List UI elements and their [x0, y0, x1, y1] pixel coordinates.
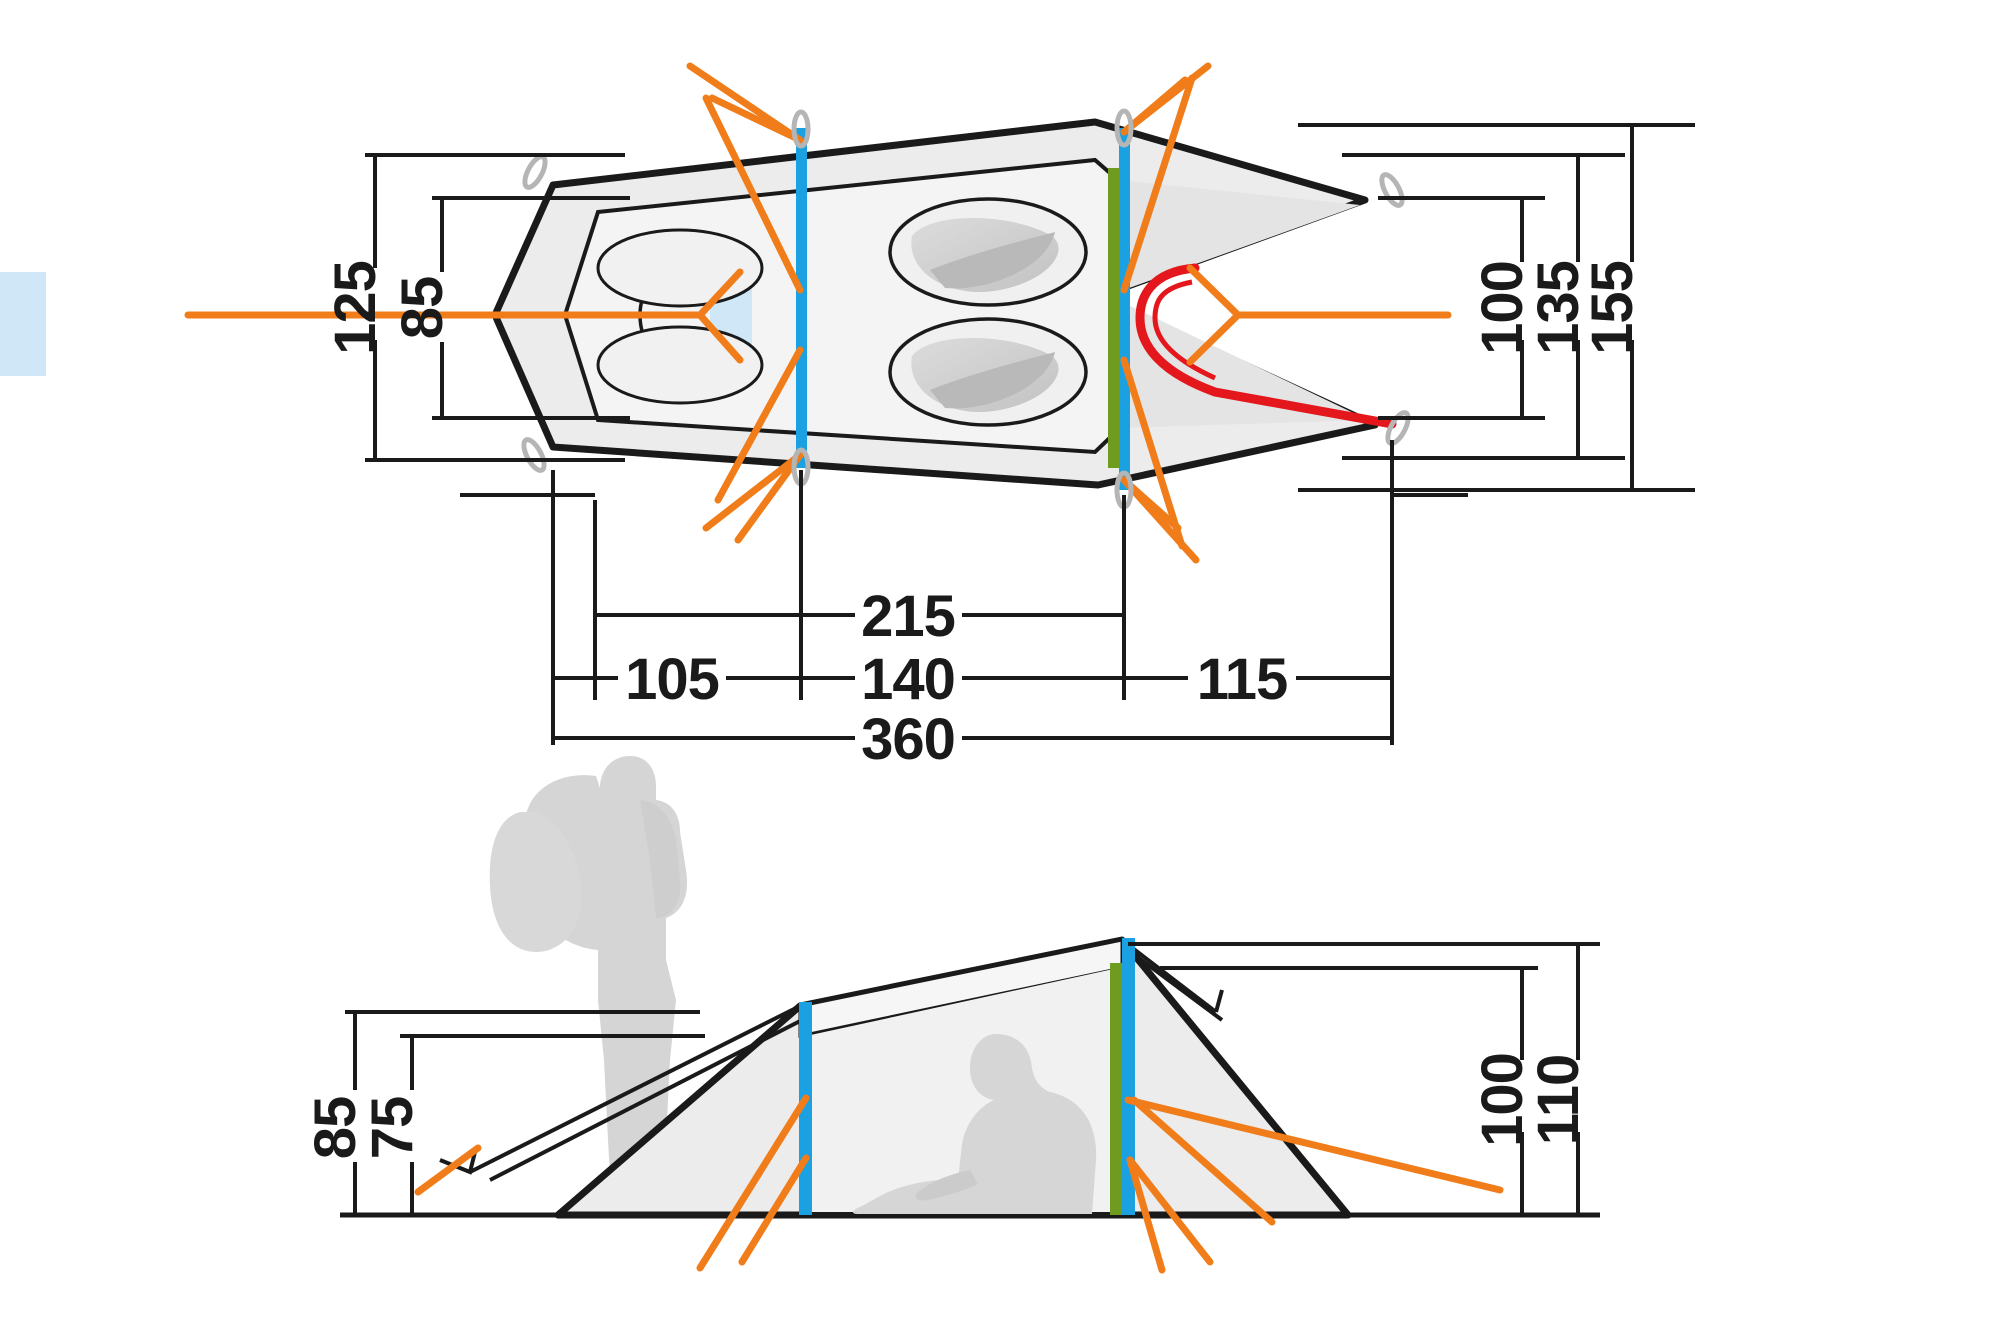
seated-person-legs: [915, 1170, 978, 1201]
elevation-right-dimension-lines: [1128, 942, 1600, 1215]
rear-head-ellipses: [596, 228, 764, 405]
plan-bottom-215-label: 215: [861, 584, 955, 649]
seated-person-silhouette: [853, 1034, 1097, 1214]
plan-bottom-105-label: 105: [625, 647, 719, 712]
plan-left-inner-label: 85: [390, 277, 455, 340]
left-vestibule-lines: [439, 1004, 807, 1182]
guylines-plan: [184, 62, 1452, 564]
elev-right-outer-label: 110: [1526, 1055, 1591, 1146]
plan-view-group: 125 85 100 135 155: [0, 62, 1695, 772]
front-vestibule-upper: [1118, 180, 1360, 292]
plan-left-outer-label: 125: [323, 261, 388, 355]
sleeping-pad-lower: [888, 317, 1088, 427]
guylines-elevation: [414, 1094, 1504, 1274]
plan-right-inner-label: 100: [1470, 261, 1535, 355]
pole-front-blue: [1119, 128, 1130, 490]
hiker-silhouette-arm: [640, 800, 681, 918]
pole-right-green-elevation: [1110, 963, 1122, 1215]
plan-bottom-115-label: 115: [1197, 647, 1288, 712]
elev-right-inner-label: 100: [1470, 1053, 1535, 1147]
front-door-zipper-outer: [1135, 263, 1397, 429]
front-door-window: [0, 272, 46, 376]
pole-front-green: [1108, 168, 1119, 468]
sleeping-pad-upper: [888, 197, 1088, 307]
pole-rear-blue: [796, 128, 807, 468]
hiker-silhouette-backpack: [489, 812, 583, 952]
front-vestibule-lower: [1118, 300, 1368, 428]
plan-right-mid-label: 135: [1526, 261, 1591, 355]
elev-left-inner-label: 75: [360, 1097, 425, 1160]
plan-bottom-360-label: 360: [861, 707, 955, 772]
elev-left-outer-label: 85: [303, 1097, 368, 1160]
right-apex-lines: [1120, 938, 1224, 1022]
plan-left-dimension-lines: [365, 153, 630, 462]
elevation-view-group: 85 75 100 110: [303, 756, 1600, 1274]
plan-bottom-140-label: 140: [861, 647, 955, 712]
plan-right-dimension-lines: [1298, 123, 1695, 492]
elevation-left-dimension-lines: [345, 1010, 705, 1215]
plan-bottom-extension-lines: [460, 440, 1468, 745]
pole-right-blue-elevation: [1122, 938, 1135, 1215]
plan-right-outer-label: 155: [1580, 261, 1645, 355]
